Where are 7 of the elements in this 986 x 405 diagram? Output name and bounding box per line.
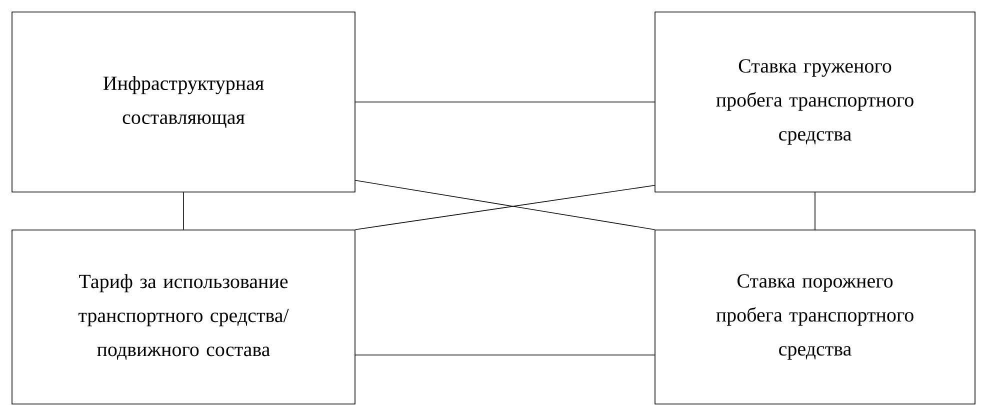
connector-line: [183, 192, 184, 230]
process-box: Инфраструктурная составляющая: [12, 12, 356, 192]
process-box: Тариф за использование транспортного средства/ подвижного состава: [12, 230, 356, 404]
connector-line: [355, 354, 655, 356]
connector-line: [814, 192, 816, 230]
process-box: Ставка порожнего пробега транспортного средства: [654, 230, 976, 404]
process-box: Ставка груженого пробега транспортного средства: [654, 12, 976, 192]
